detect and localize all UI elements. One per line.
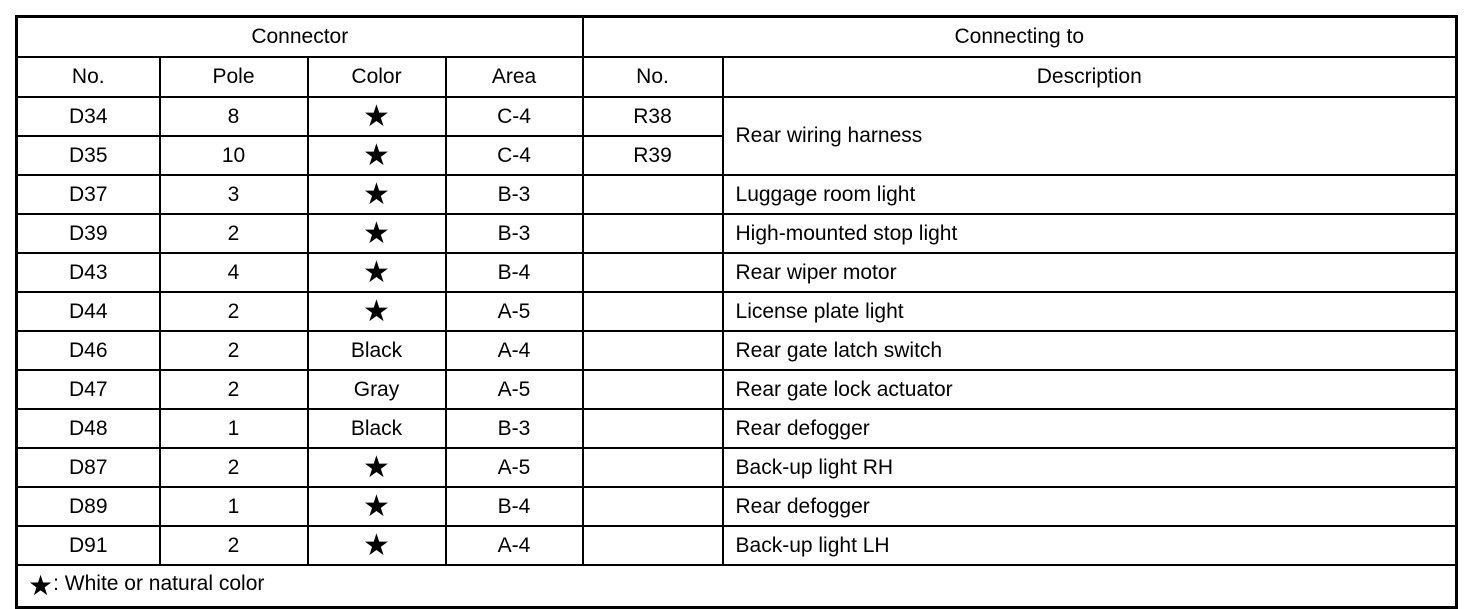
cell-area: C-4 <box>444 135 584 176</box>
cell-area: A-4 <box>444 330 584 371</box>
cell-color: ★ <box>306 135 447 176</box>
cell-connecting-no <box>581 486 724 527</box>
cell-color: Black <box>306 330 447 371</box>
cell-area: A-5 <box>444 291 584 332</box>
cell-description: Rear defogger <box>721 486 1458 527</box>
cell-connecting-no <box>581 213 724 254</box>
cell-connecting-no: R38 <box>581 96 724 137</box>
cell-pole: 4 <box>158 252 309 293</box>
cell-area: B-3 <box>444 213 584 254</box>
cell-description: Rear wiper motor <box>721 252 1458 293</box>
table-row: D44 2 ★ A-5 License plate light <box>15 291 1458 332</box>
cell-pole: 2 <box>158 291 309 332</box>
cell-area: B-4 <box>444 486 584 527</box>
table-row: D48 1 Black B-3 Rear defogger <box>15 408 1458 449</box>
cell-area: C-4 <box>444 96 584 137</box>
cell-pole: 8 <box>158 96 309 137</box>
cell-no: D47 <box>15 369 161 410</box>
cell-description: Rear gate lock actuator <box>721 369 1458 410</box>
col-header-description: Description <box>721 56 1458 98</box>
table-row: D87 2 ★ A-5 Back-up light RH <box>15 447 1458 488</box>
manual-page: Connector Connecting to No. Pole Color A… <box>15 15 1459 609</box>
cell-connecting-no <box>581 369 724 410</box>
cell-area: A-5 <box>444 447 584 488</box>
cell-description: License plate light <box>721 291 1458 332</box>
col-header-color: Color <box>306 56 447 98</box>
cell-description: Back-up light RH <box>721 447 1458 488</box>
col-header-connecting-no: No. <box>581 56 724 98</box>
cell-description: Back-up light LH <box>721 525 1458 566</box>
cell-no: D37 <box>15 174 161 215</box>
cell-no: D46 <box>15 330 161 371</box>
table-row: D47 2 Gray A-5 Rear gate lock actuator <box>15 369 1458 410</box>
cell-connecting-no <box>581 174 724 215</box>
cell-pole: 1 <box>158 486 309 527</box>
col-header-area: Area <box>444 56 584 98</box>
cell-description: Luggage room light <box>721 174 1458 215</box>
cell-description: High-mounted stop light <box>721 213 1458 254</box>
cell-no: D35 <box>15 135 161 176</box>
legend-text: : White or natural color <box>53 572 265 595</box>
header-connecting-to-group: Connecting to <box>581 15 1458 58</box>
table-row: D89 1 ★ B-4 Rear defogger <box>15 486 1458 527</box>
table-row: D39 2 ★ B-3 High-mounted stop light <box>15 213 1458 254</box>
cell-connecting-no <box>581 447 724 488</box>
cell-pole: 2 <box>158 213 309 254</box>
cell-color: ★ <box>306 486 447 527</box>
table-row: D35 10 ★ C-4 R39 <box>15 135 1457 176</box>
star-icon: ★ <box>28 569 54 602</box>
cell-pole: 2 <box>158 525 309 566</box>
cell-pole: 10 <box>158 135 309 176</box>
cell-description: Rear gate latch switch <box>721 330 1458 371</box>
col-header-no: No. <box>15 56 161 98</box>
cell-connecting-no: R39 <box>581 135 724 176</box>
cell-no: D39 <box>15 213 161 254</box>
cell-connecting-no <box>581 252 724 293</box>
cell-area: B-4 <box>444 252 584 293</box>
cell-no: D89 <box>15 486 161 527</box>
cell-color: Black <box>306 408 447 449</box>
header-connector-group: Connector <box>15 15 584 58</box>
cell-pole: 1 <box>158 408 309 449</box>
cell-pole: 2 <box>158 447 309 488</box>
cell-area: B-3 <box>444 408 584 449</box>
cell-description: Rear wiring harness <box>721 96 1458 176</box>
cell-no: D44 <box>15 291 161 332</box>
group-header-row: Connector Connecting to <box>15 15 1458 58</box>
cell-color: ★ <box>306 213 447 254</box>
cell-no: D91 <box>15 525 161 566</box>
cell-no: D48 <box>15 408 161 449</box>
table-row: D46 2 Black A-4 Rear gate latch switch <box>15 330 1458 371</box>
col-header-pole: Pole <box>158 56 309 98</box>
cell-connecting-no <box>581 330 724 371</box>
cell-no: D34 <box>15 96 161 137</box>
cell-connecting-no <box>581 525 724 566</box>
table-row: D34 8 ★ C-4 R38 Rear wiring harness <box>15 96 1458 176</box>
cell-no: D43 <box>15 252 161 293</box>
cell-area: A-5 <box>444 369 584 410</box>
connector-table: Connector Connecting to No. Pole Color A… <box>15 15 1459 609</box>
cell-color: ★ <box>306 447 447 488</box>
cell-connecting-no <box>581 408 724 449</box>
cell-color: Gray <box>306 369 447 410</box>
legend-row: ★: White or natural color <box>15 564 1458 609</box>
column-header-row: No. Pole Color Area No. Description <box>15 56 1458 98</box>
table-row: D37 3 ★ B-3 Luggage room light <box>15 174 1458 215</box>
cell-color: ★ <box>306 291 447 332</box>
cell-area: B-3 <box>444 174 584 215</box>
cell-pole: 2 <box>158 330 309 371</box>
cell-description: Rear defogger <box>721 408 1458 449</box>
cell-no: D87 <box>15 447 161 488</box>
table-row: D91 2 ★ A-4 Back-up light LH <box>15 525 1458 566</box>
cell-color: ★ <box>306 252 447 293</box>
cell-color: ★ <box>306 174 447 215</box>
cell-connecting-no <box>581 291 724 332</box>
table-row: D43 4 ★ B-4 Rear wiper motor <box>15 252 1458 293</box>
legend-cell: ★: White or natural color <box>15 564 1458 609</box>
cell-pole: 3 <box>158 174 309 215</box>
cell-pole: 2 <box>158 369 309 410</box>
cell-area: A-4 <box>444 525 584 566</box>
cell-color: ★ <box>306 96 447 137</box>
cell-color: ★ <box>306 525 447 566</box>
